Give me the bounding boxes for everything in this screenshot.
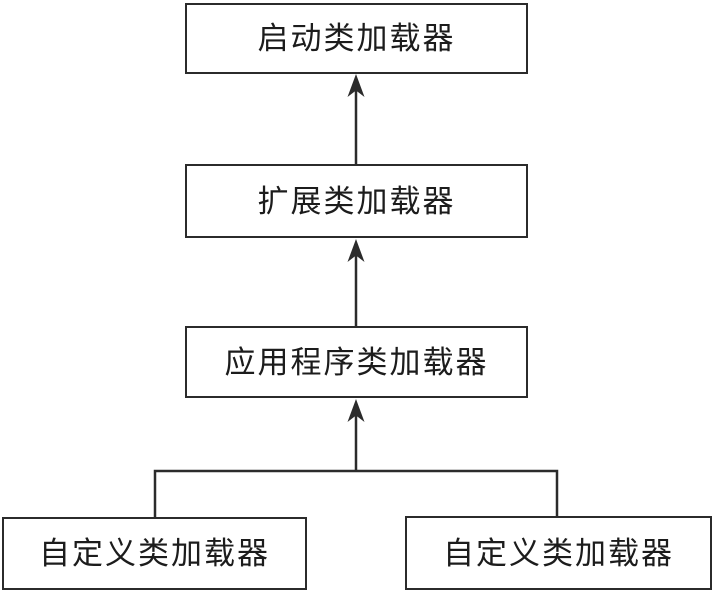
edge-extension-to-bootstrap xyxy=(347,74,365,164)
node-label: 扩展类加载器 xyxy=(257,183,456,219)
node-label: 启动类加载器 xyxy=(257,21,456,56)
arrow-up-icon xyxy=(347,239,365,262)
branch-connector-line xyxy=(153,469,559,517)
node-label: 自定义类加载器 xyxy=(39,536,270,571)
arrow-up-icon xyxy=(347,399,365,422)
node-label: 自定义类加载器 xyxy=(443,535,674,571)
node-bootstrap-class-loader: 启动类加载器 xyxy=(185,3,528,74)
node-label: 应用程序类加载器 xyxy=(224,344,489,380)
edge-application-to-extension xyxy=(347,239,365,326)
node-custom-class-loader-left: 自定义类加载器 xyxy=(2,517,307,590)
node-application-class-loader: 应用程序类加载器 xyxy=(185,326,528,398)
node-custom-class-loader-right: 自定义类加载器 xyxy=(405,516,712,590)
arrow-up-icon xyxy=(347,74,365,97)
edge-custom-to-application xyxy=(347,399,365,471)
node-extension-class-loader: 扩展类加载器 xyxy=(185,164,528,238)
